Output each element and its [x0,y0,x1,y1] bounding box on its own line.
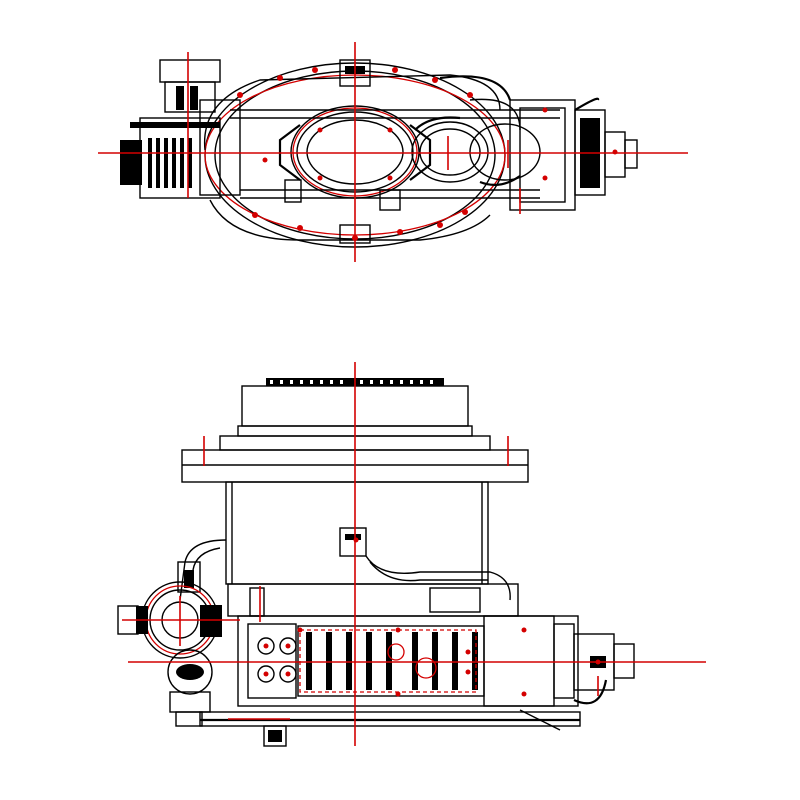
top-view-motor [120,59,241,199]
top-view-centerlines [98,42,688,262]
top-view-gear [411,116,541,187]
front-view-motor [117,539,227,727]
front-view-gearbox [227,583,635,707]
top-view-housing [203,62,521,248]
top-view-bolts [237,67,618,241]
front-view-body [225,481,511,601]
front-view-base [199,709,581,747]
front-view [117,362,706,747]
top-view [98,42,688,262]
top-view-actuator [509,97,638,211]
front-view-markers [263,537,601,697]
front-view-centerlines [122,362,706,746]
